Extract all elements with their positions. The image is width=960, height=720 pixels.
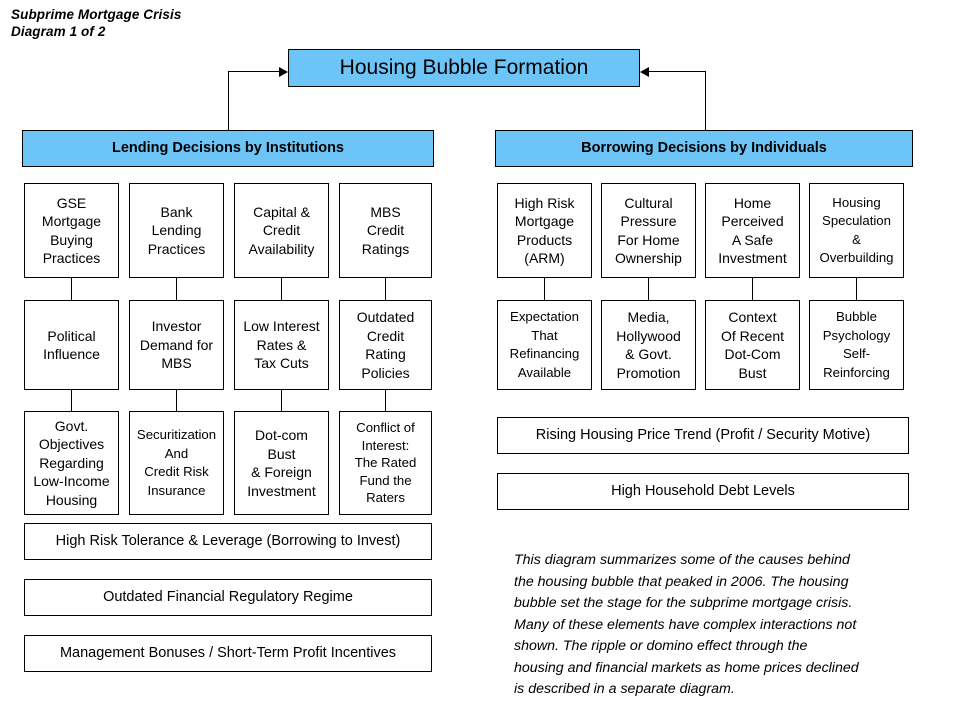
- connector-lending-c2-r2-r3: [176, 390, 177, 411]
- node-label: Context Of Recent Dot-Com Bust: [720, 309, 785, 381]
- connector-lending-c2-r1-r2: [176, 278, 177, 300]
- node-housing-bubble-formation[interactable]: Housing Bubble Formation: [288, 49, 640, 87]
- node-bank-lending-practices[interactable]: Bank Lending Practices: [129, 183, 224, 278]
- connector-lending-c1-r1-r2: [71, 278, 72, 300]
- node-label: High Risk Mortgage Products (ARM): [514, 194, 575, 267]
- node-label: Govt. Objectives Regarding Low-Income Ho…: [33, 417, 110, 508]
- node-label: Dot-com Bust & Foreign Investment: [247, 427, 316, 499]
- document-title: Subprime Mortgage Crisis: [11, 7, 182, 22]
- node-mbs-credit-ratings[interactable]: MBS Credit Ratings: [339, 183, 432, 278]
- connector-borrowing-arrowhead: [640, 66, 649, 77]
- node-home-perceived-safe-investment[interactable]: Home Perceived A Safe Investment: [705, 183, 800, 278]
- node-political-influence[interactable]: Political Influence: [24, 300, 119, 390]
- node-high-risk-mortgage-products-arm[interactable]: High Risk Mortgage Products (ARM): [497, 183, 592, 278]
- node-label: High Risk Tolerance & Leverage (Borrowin…: [55, 533, 401, 550]
- connector-lending-horizontal: [228, 71, 280, 72]
- connector-borrowing-c2-r1-r2: [648, 278, 649, 300]
- connector-lending-arrowhead: [279, 66, 288, 77]
- node-label: GSE Mortgage Buying Practices: [41, 194, 102, 267]
- node-label: Expectation That Refinancing Available: [509, 309, 580, 380]
- document-subtitle: Diagram 1 of 2: [11, 24, 106, 39]
- node-label: Investor Demand for MBS: [139, 318, 214, 372]
- node-govt-objectives-low-income-housing[interactable]: Govt. Objectives Regarding Low-Income Ho…: [24, 411, 119, 515]
- node-low-interest-rates-tax-cuts[interactable]: Low Interest Rates & Tax Cuts: [234, 300, 329, 390]
- node-high-household-debt-levels[interactable]: High Household Debt Levels: [497, 473, 909, 510]
- node-capital-credit-availability[interactable]: Capital & Credit Availability: [234, 183, 329, 278]
- connector-lending-vertical: [228, 71, 229, 130]
- connector-borrowing-horizontal: [649, 71, 706, 72]
- node-label: Borrowing Decisions by Individuals: [581, 140, 827, 157]
- node-high-risk-tolerance-leverage[interactable]: High Risk Tolerance & Leverage (Borrowin…: [24, 523, 432, 560]
- node-label: Housing Speculation & Overbuilding: [819, 194, 894, 266]
- connector-borrowing-c3-r1-r2: [752, 278, 753, 300]
- connector-lending-c4-r2-r3: [385, 390, 386, 411]
- node-housing-speculation-overbuilding[interactable]: Housing Speculation & Overbuilding: [809, 183, 904, 278]
- node-label: Bubble Psychology Self- Reinforcing: [822, 309, 891, 380]
- node-label: Outdated Financial Regulatory Regime: [103, 589, 353, 606]
- node-rising-housing-price-trend[interactable]: Rising Housing Price Trend (Profit / Sec…: [497, 417, 909, 454]
- node-borrowing-decisions-header[interactable]: Borrowing Decisions by Individuals: [495, 130, 913, 167]
- node-media-hollywood-govt-promotion[interactable]: Media, Hollywood & Govt. Promotion: [601, 300, 696, 390]
- node-label: Home Perceived A Safe Investment: [718, 194, 787, 267]
- node-label: Securitization And Credit Risk Insurance: [136, 427, 217, 498]
- document-header: Subprime Mortgage Crisis Diagram 1 of 2: [11, 6, 181, 40]
- node-label: MBS Credit Ratings: [361, 203, 410, 257]
- node-label: Rising Housing Price Trend (Profit / Sec…: [535, 427, 871, 444]
- node-outdated-credit-rating-policies[interactable]: Outdated Credit Rating Policies: [339, 300, 432, 390]
- node-label: Lending Decisions by Institutions: [111, 140, 344, 157]
- node-context-of-recent-dotcom-bust[interactable]: Context Of Recent Dot-Com Bust: [705, 300, 800, 390]
- connector-borrowing-vertical: [705, 71, 706, 130]
- node-label: Outdated Credit Rating Policies: [356, 309, 415, 381]
- node-label: Media, Hollywood & Govt. Promotion: [616, 309, 681, 381]
- connector-lending-c4-r1-r2: [385, 278, 386, 300]
- connector-lending-c3-r2-r3: [281, 390, 282, 411]
- node-conflict-of-interest-rated-fund-raters[interactable]: Conflict of Interest: The Rated Fund the…: [339, 411, 432, 515]
- node-label: High Household Debt Levels: [611, 483, 795, 500]
- node-expectation-refinancing-available[interactable]: Expectation That Refinancing Available: [497, 300, 592, 390]
- node-label: Cultural Pressure For Home Ownership: [615, 194, 682, 267]
- node-label: Political Influence: [43, 327, 100, 363]
- node-label: Management Bonuses / Short-Term Profit I…: [59, 645, 397, 662]
- connector-lending-c1-r2-r3: [71, 390, 72, 411]
- node-lending-decisions-header[interactable]: Lending Decisions by Institutions: [22, 130, 434, 167]
- node-label: Capital & Credit Availability: [248, 203, 315, 257]
- node-label: Bank Lending Practices: [147, 203, 206, 257]
- node-cultural-pressure-home-ownership[interactable]: Cultural Pressure For Home Ownership: [601, 183, 696, 278]
- node-bubble-psychology-self-reinforcing[interactable]: Bubble Psychology Self- Reinforcing: [809, 300, 904, 390]
- connector-borrowing-c4-r1-r2: [856, 278, 857, 300]
- node-management-bonuses-short-term-incentives[interactable]: Management Bonuses / Short-Term Profit I…: [24, 635, 432, 672]
- node-label: Housing Bubble Formation: [339, 56, 589, 79]
- node-label: Conflict of Interest: The Rated Fund the…: [354, 420, 417, 506]
- diagram-description: This diagram summarizes some of the caus…: [514, 552, 859, 697]
- connector-borrowing-c1-r1-r2: [544, 278, 545, 300]
- node-dotcom-bust-foreign-investment[interactable]: Dot-com Bust & Foreign Investment: [234, 411, 329, 515]
- connector-lending-c3-r1-r2: [281, 278, 282, 300]
- node-gse-mortgage-buying-practices[interactable]: GSE Mortgage Buying Practices: [24, 183, 119, 278]
- node-outdated-financial-regulatory-regime[interactable]: Outdated Financial Regulatory Regime: [24, 579, 432, 616]
- node-label: Low Interest Rates & Tax Cuts: [243, 318, 320, 372]
- node-securitization-credit-risk-insurance[interactable]: Securitization And Credit Risk Insurance: [129, 411, 224, 515]
- node-investor-demand-for-mbs[interactable]: Investor Demand for MBS: [129, 300, 224, 390]
